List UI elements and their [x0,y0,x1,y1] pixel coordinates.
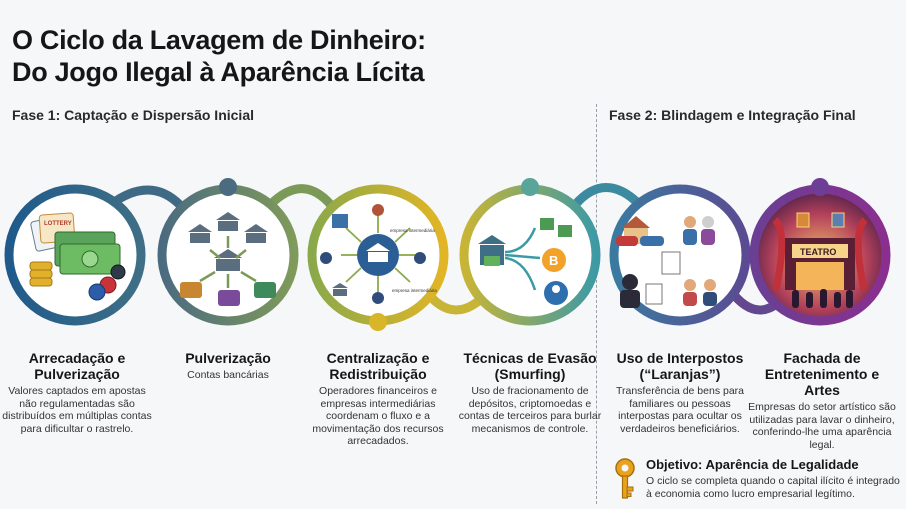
step-3-desc: Operadores financeiros e empresas interm… [312,385,444,447]
step-6-title: Fachada de Entretenimento e Artes [764,350,880,398]
phase-1-heading: Fase 1: Captação e Dispersão Inicial [12,107,254,123]
step-2-illustration [157,178,299,326]
step-4-illustration: B [459,178,601,326]
connector-2-3 [265,184,340,215]
empresa-label-bottom: empresa intermediária [392,288,437,293]
step-5-text: Uso de Interpostos (“Laranjas”) Transfer… [605,350,755,435]
step-3-title: Centralização e Redistribuição [326,350,430,382]
step-6-illustration: TEATRO [749,178,891,326]
step-4-title: Técnicas de Evasão (Smurfing) [463,350,597,382]
step-1-text: Arrecadação e Pulverização Valores capta… [2,350,152,435]
empresa-label-top: empresa intermediária [390,228,435,233]
objective-desc: O ciclo se completa quando o capital ilí… [646,475,900,500]
phase-2-heading: Fase 2: Blindagem e Integração Final [609,107,856,123]
key-icon [615,458,635,499]
step-3-illustration: empresa intermediária empresa intermediá… [307,184,449,331]
step-1-title: Arrecadação e Pulverização [28,350,126,382]
step-2-desc: Contas bancárias [187,369,269,381]
step-4-desc: Uso de fracionamento de depósitos, cript… [458,385,602,435]
step-5-desc: Transferência de bens para familiares ou… [615,385,745,435]
step-2-title: Pulverização [185,350,271,366]
connector-4-5 [570,183,645,210]
step-1-desc: Valores captados em apostas não regulame… [2,385,152,435]
step-1-illustration: LOTTERY [4,184,146,326]
title-line-2: Do Jogo Ilegal à Aparência Lícita [12,57,425,87]
step-6-text: Fachada de Entretenimento e Artes Empres… [747,350,897,451]
step-5-title: Uso de Interpostos (“Laranjas”) [616,350,744,382]
page-title: O Ciclo da Lavagem de Dinheiro: Do Jogo … [12,24,426,88]
teatro-label: TEATRO [800,247,836,257]
step-3-text: Centralização e Redistribuição Operadore… [303,350,453,448]
lottery-label: LOTTERY [44,221,72,227]
step-2-text: Pulverização Contas bancárias [153,350,303,382]
step-4-text: Técnicas de Evasão (Smurfing) Uso de fra… [455,350,605,435]
step-6-desc: Empresas do setor artístico são utilizad… [748,401,896,451]
step-5-illustration [609,184,751,326]
phase-divider [596,104,597,504]
title-line-1: O Ciclo da Lavagem de Dinheiro: [12,25,426,55]
svg-text:B: B [549,253,558,268]
objective-title: Objetivo: Aparência de Legalidade [646,457,859,472]
